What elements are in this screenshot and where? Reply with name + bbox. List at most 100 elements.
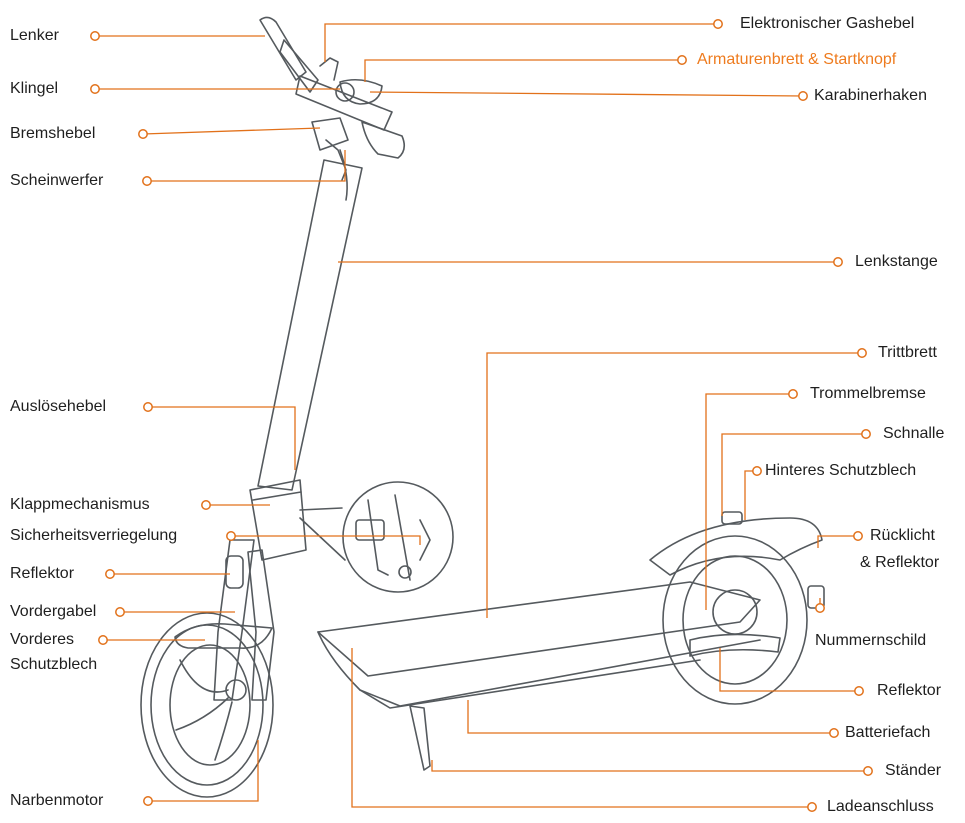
callout-lines bbox=[90, 19, 873, 812]
callout-line-karabinerhaken bbox=[369, 91, 804, 97]
fold-block bbox=[249, 479, 307, 561]
callout-dot-reflektor-front bbox=[105, 569, 115, 579]
label-klingel: Klingel bbox=[10, 80, 59, 97]
front-reflector-shape bbox=[225, 555, 244, 589]
callout-dot-reflektor-rear bbox=[854, 686, 864, 696]
rear-fender bbox=[649, 517, 823, 576]
label-lenkstange: Lenkstange bbox=[855, 253, 938, 270]
callout-dot-nummernschild bbox=[815, 603, 825, 613]
fold-block-seam bbox=[252, 491, 302, 501]
callout-line-schnalle bbox=[721, 433, 866, 516]
callout-dot-trittbrett bbox=[857, 348, 867, 358]
callout-dot-batteriefach bbox=[829, 728, 839, 738]
scooter-drawing bbox=[140, 16, 825, 798]
callout-dot-karabinerhaken bbox=[798, 91, 808, 101]
callout-dot-trommelbremse bbox=[788, 389, 798, 399]
drum-brake-shape bbox=[712, 589, 758, 635]
callout-dot-sicherheitsverriegelung bbox=[226, 531, 236, 541]
label-ausloesehebel: Auslösehebel bbox=[10, 398, 107, 415]
label-gashebel: Elektronischer Gashebel bbox=[740, 15, 915, 32]
callout-line-armaturenbrett bbox=[364, 59, 682, 82]
label-trittbrett: Trittbrett bbox=[878, 344, 937, 361]
callout-dot-staender bbox=[863, 766, 873, 776]
inset-pointer-lines bbox=[299, 507, 346, 561]
kickstand-shape bbox=[409, 705, 431, 771]
label-ruecklicht-1: Rücklicht bbox=[870, 527, 935, 544]
label-schnalle: Schnalle bbox=[883, 425, 945, 442]
bell-shape bbox=[335, 82, 355, 102]
label-reflektor-front: Reflektor bbox=[10, 565, 75, 582]
label-lenker: Lenker bbox=[10, 27, 59, 44]
front-tire bbox=[140, 612, 274, 798]
label-hinteres-schutzblech: Hinteres Schutzblech bbox=[765, 462, 917, 479]
callout-dot-vordergabel bbox=[115, 607, 125, 617]
callout-dot-gashebel bbox=[713, 19, 723, 29]
callout-dot-klappmechanismus bbox=[201, 500, 211, 510]
label-nummernschild: Nummernschild bbox=[815, 632, 927, 649]
callout-dot-lenker bbox=[90, 31, 100, 41]
callout-line-ruecklicht bbox=[817, 535, 858, 548]
label-vordergabel: Vordergabel bbox=[10, 603, 97, 620]
callout-dot-vorderes-schutzblech bbox=[98, 635, 108, 645]
callout-dot-lenkstange bbox=[833, 257, 843, 267]
label-klappmechanismus: Klappmechanismus bbox=[10, 496, 150, 513]
callout-dot-ausloesehebel bbox=[143, 402, 153, 412]
callout-line-batteriefach bbox=[467, 700, 834, 734]
callout-line-trommelbremse bbox=[705, 393, 793, 610]
label-bremshebel: Bremshebel bbox=[10, 125, 96, 142]
callout-dot-schnalle bbox=[861, 429, 871, 439]
label-trommelbremse: Trommelbremse bbox=[810, 385, 926, 402]
rear-tire bbox=[662, 535, 808, 705]
callout-line-narbenmotor bbox=[148, 740, 259, 802]
inset-pin-shape bbox=[398, 565, 412, 579]
callout-dot-ladeanschluss bbox=[807, 802, 817, 812]
front-fork-left bbox=[213, 539, 255, 701]
label-reflektor-rear: Reflektor bbox=[877, 682, 942, 699]
callout-line-ausloesehebel bbox=[148, 406, 296, 470]
callout-line-reflektor-rear bbox=[719, 648, 859, 692]
label-narbenmotor: Narbenmotor bbox=[10, 792, 104, 809]
rear-suspension bbox=[689, 633, 781, 657]
callout-dot-hinteres-schutzblech bbox=[752, 466, 762, 476]
callout-line-gashebel bbox=[324, 23, 718, 62]
inset-lock-shape bbox=[355, 519, 385, 541]
callout-line-hinteres-schutzblech bbox=[744, 470, 757, 520]
buckle-shape bbox=[721, 511, 743, 525]
front-fork-right bbox=[247, 549, 275, 701]
callout-dot-armaturenbrett bbox=[677, 55, 687, 65]
front-spokes bbox=[175, 659, 233, 761]
label-ladeanschluss: Ladeanschluss bbox=[827, 798, 934, 815]
callout-line-staender bbox=[431, 760, 868, 772]
deck-side bbox=[317, 631, 761, 707]
label-vorderes-schutzblech-1: Vorderes bbox=[10, 631, 75, 648]
label-sicherheitsverriegelung: Sicherheitsverriegelung bbox=[10, 527, 178, 544]
callout-line-trittbrett bbox=[486, 352, 862, 618]
stem bbox=[257, 159, 363, 491]
label-vorderes-schutzblech-2: Schutzblech bbox=[10, 656, 98, 673]
front-rim bbox=[169, 644, 251, 766]
label-staender: Ständer bbox=[885, 762, 942, 779]
callout-line-sicherheitsverriegelung bbox=[231, 535, 421, 545]
callout-dot-narbenmotor bbox=[143, 796, 153, 806]
callout-line-scheinwerfer bbox=[147, 150, 346, 182]
label-batteriefach: Batteriefach bbox=[845, 724, 931, 741]
callout-dot-klingel bbox=[90, 84, 100, 94]
right-grip bbox=[361, 121, 406, 159]
callout-dot-bremshebel bbox=[138, 129, 148, 139]
callout-dot-scheinwerfer bbox=[142, 176, 152, 186]
label-karabinerhaken: Karabinerhaken bbox=[814, 87, 927, 104]
throttle-shape bbox=[319, 57, 339, 81]
label-armaturenbrett: Armaturenbrett & Startknopf bbox=[697, 51, 897, 68]
callout-line-bremshebel bbox=[142, 127, 321, 135]
deck-top bbox=[317, 581, 761, 677]
dashboard-shape bbox=[339, 78, 383, 105]
front-fender bbox=[174, 622, 273, 649]
brake-cable bbox=[325, 139, 347, 181]
latch-detail-inset bbox=[342, 481, 454, 593]
callout-line-ladeanschluss bbox=[351, 648, 812, 808]
rear-rim bbox=[682, 555, 788, 685]
brake-lever-shape bbox=[311, 117, 349, 151]
inset-detail-lines bbox=[367, 494, 431, 581]
